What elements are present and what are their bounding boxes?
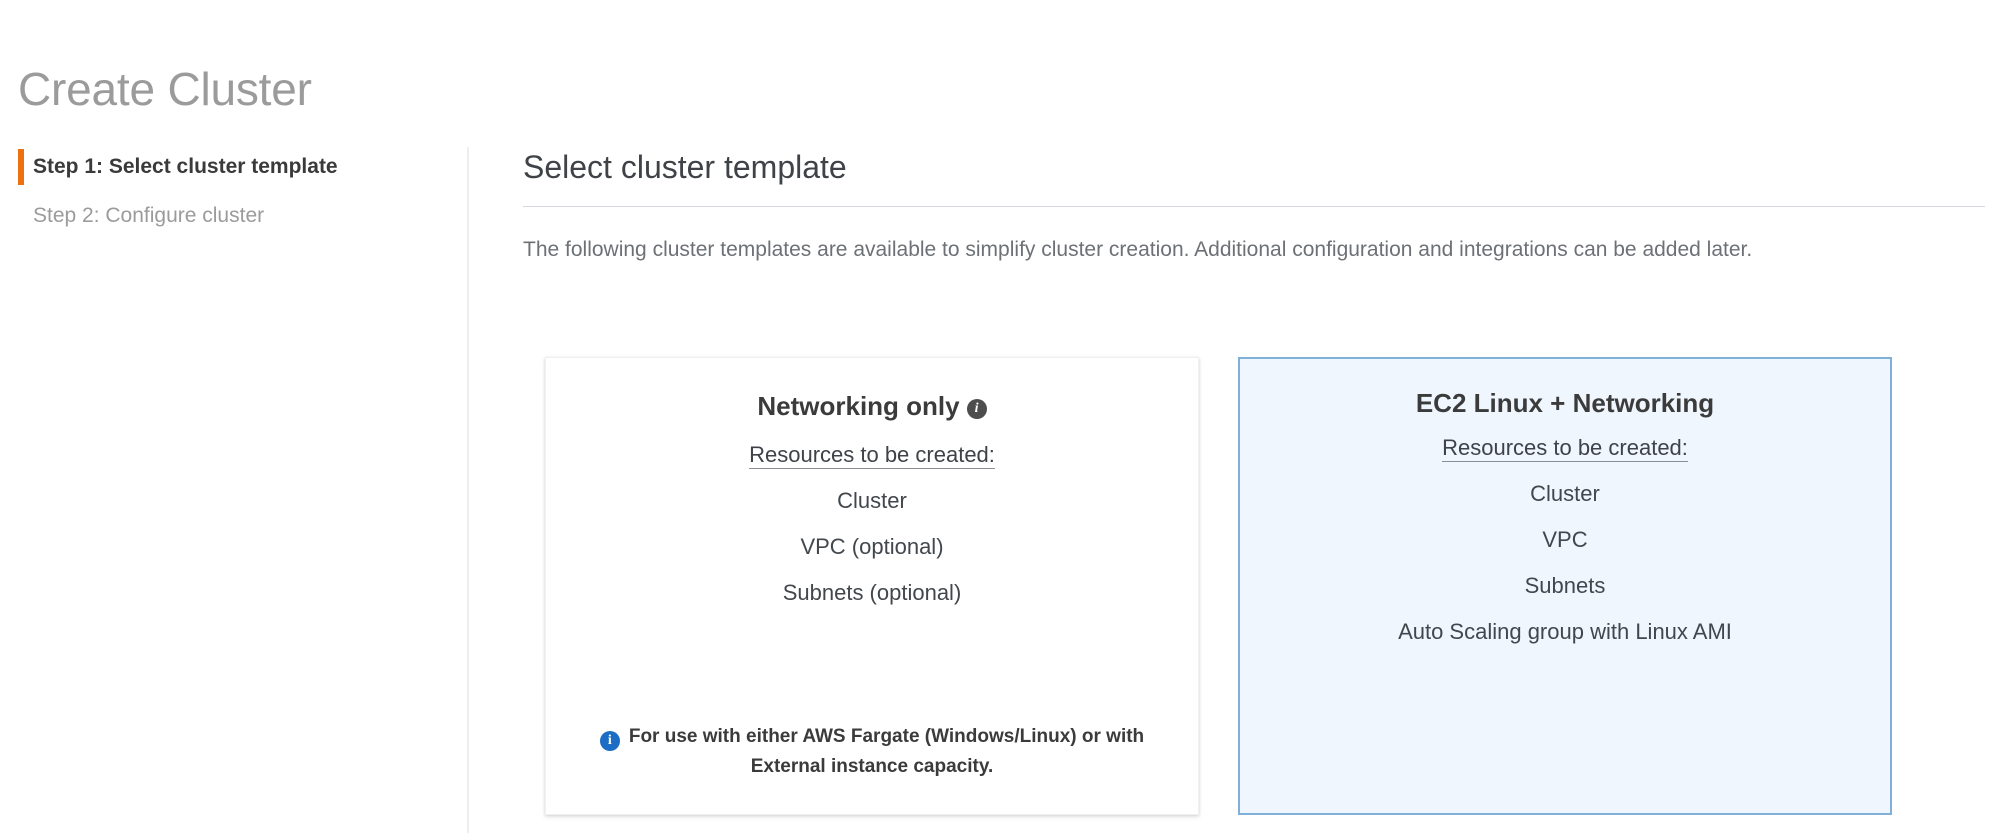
wizard-sidebar: Step 1: Select cluster template Step 2: …: [0, 147, 469, 833]
card-title-networking-only: Networking only i: [546, 358, 1198, 424]
main-content: Select cluster template The following cl…: [523, 147, 1985, 290]
section-title: Select cluster template: [523, 149, 847, 185]
section-divider: [523, 206, 1985, 207]
info-icon[interactable]: i: [966, 399, 987, 419]
sidebar-step-2[interactable]: Step 2: Configure cluster: [0, 201, 467, 231]
list-item: Subnets (optional): [782, 580, 962, 605]
card-note-text: For use with either AWS Fargate (Windows…: [628, 726, 1145, 777]
resource-list-networking-only: Cluster VPC (optional) Subnets (optional…: [546, 486, 1198, 608]
resources-heading-networking-only: Resources to be created:: [546, 424, 1198, 470]
page-title: Create Cluster: [18, 62, 312, 115]
sidebar-step-2-label: Step 2: Configure cluster: [33, 204, 265, 227]
info-icon-blue: i: [599, 731, 620, 751]
section-description: The following cluster templates are avai…: [523, 238, 1753, 261]
list-item: VPC (optional): [800, 534, 944, 559]
card-title-ec2-linux-networking: EC2 Linux + Networking: [1415, 388, 1715, 418]
card-title-text: Networking only: [757, 391, 960, 421]
list-item: VPC: [1542, 527, 1588, 552]
template-card-list: Networking only i Resources to be created…: [545, 357, 1895, 815]
sidebar-step-1[interactable]: Step 1: Select cluster template: [0, 149, 467, 185]
list-item: Cluster: [837, 488, 907, 513]
list-item: Auto Scaling group with Linux AMI: [1398, 619, 1732, 644]
resource-list-ec2-linux-networking: Cluster VPC Subnets Auto Scaling group w…: [1240, 479, 1890, 647]
template-card-ec2-linux-networking[interactable]: EC2 Linux + Networking Resources to be c…: [1238, 357, 1892, 815]
list-item: Cluster: [1530, 481, 1600, 506]
sidebar-step-1-label: Step 1: Select cluster template: [33, 155, 338, 178]
template-card-networking-only[interactable]: Networking only i Resources to be created…: [545, 357, 1199, 815]
resources-heading-text: Resources to be created:: [1442, 435, 1688, 462]
resources-heading-text: Resources to be created:: [749, 442, 995, 469]
card-note-networking-only: i For use with either AWS Fargate (Window…: [572, 722, 1172, 782]
list-item: Subnets: [1524, 573, 1606, 598]
resources-heading-ec2-linux-networking: Resources to be created:: [1240, 421, 1890, 463]
